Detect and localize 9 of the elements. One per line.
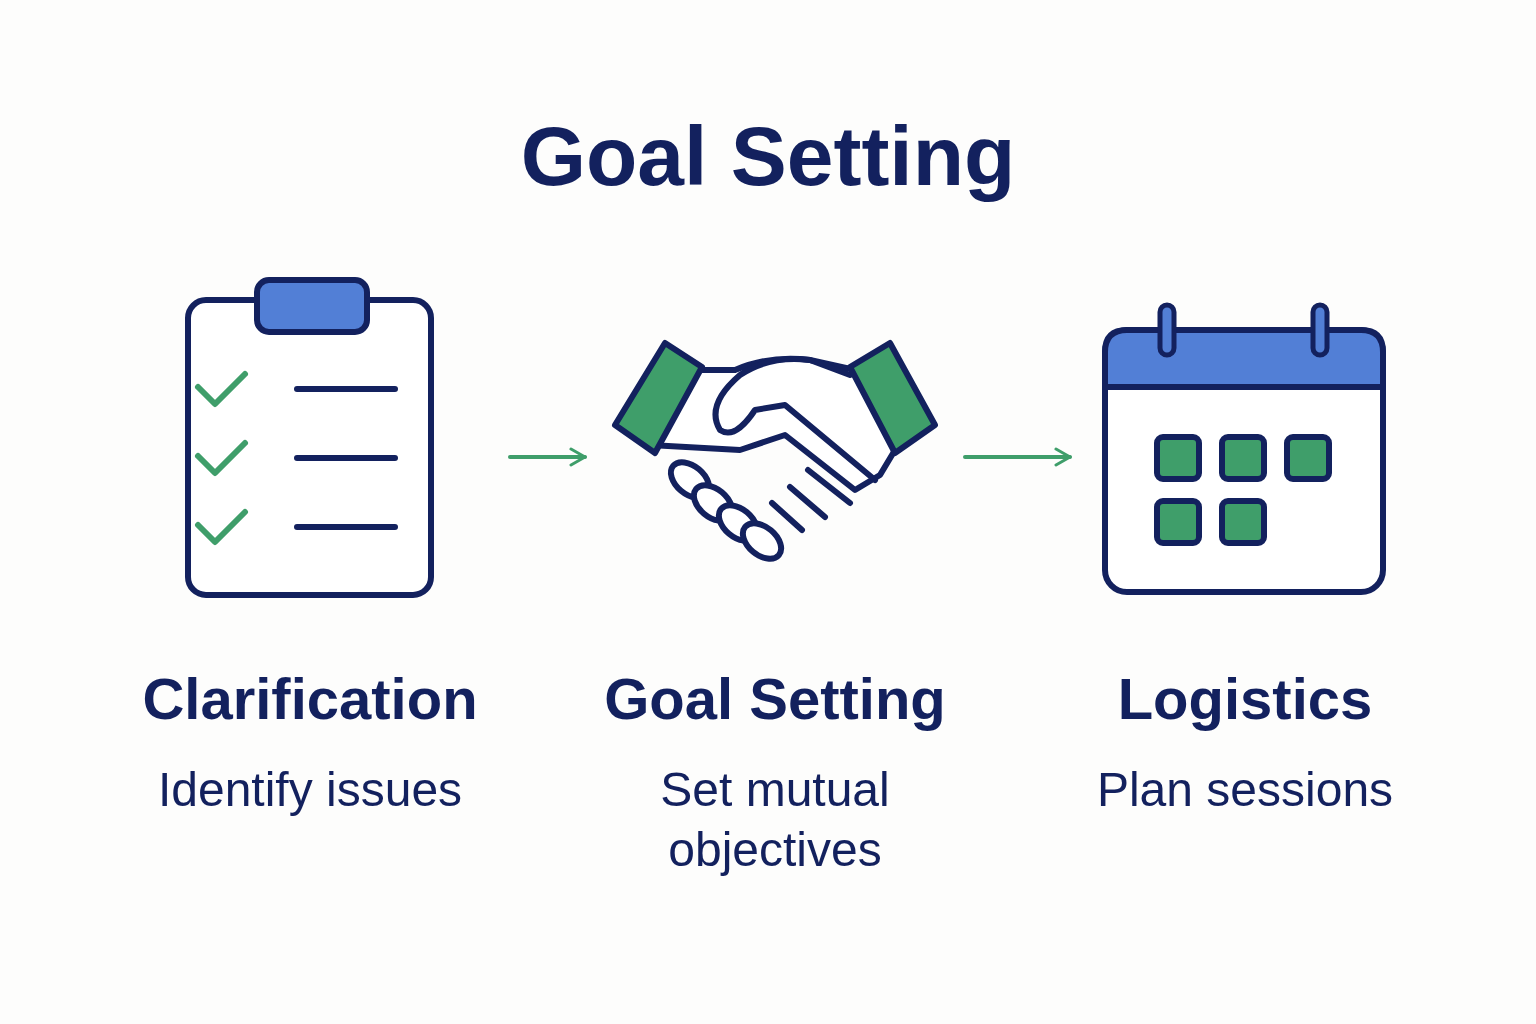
arrow [508,447,587,467]
arrow [963,447,1072,467]
step-description: Plan sessions [1096,762,1394,818]
step-description: Set mutual objectives [659,762,891,878]
step-title: Clarification [142,665,478,732]
step-description: Identify issues [157,762,463,818]
step-title: Goal Setting [604,665,946,732]
title: Goal Setting [520,108,1016,205]
step-title: Logistics [1117,665,1373,732]
